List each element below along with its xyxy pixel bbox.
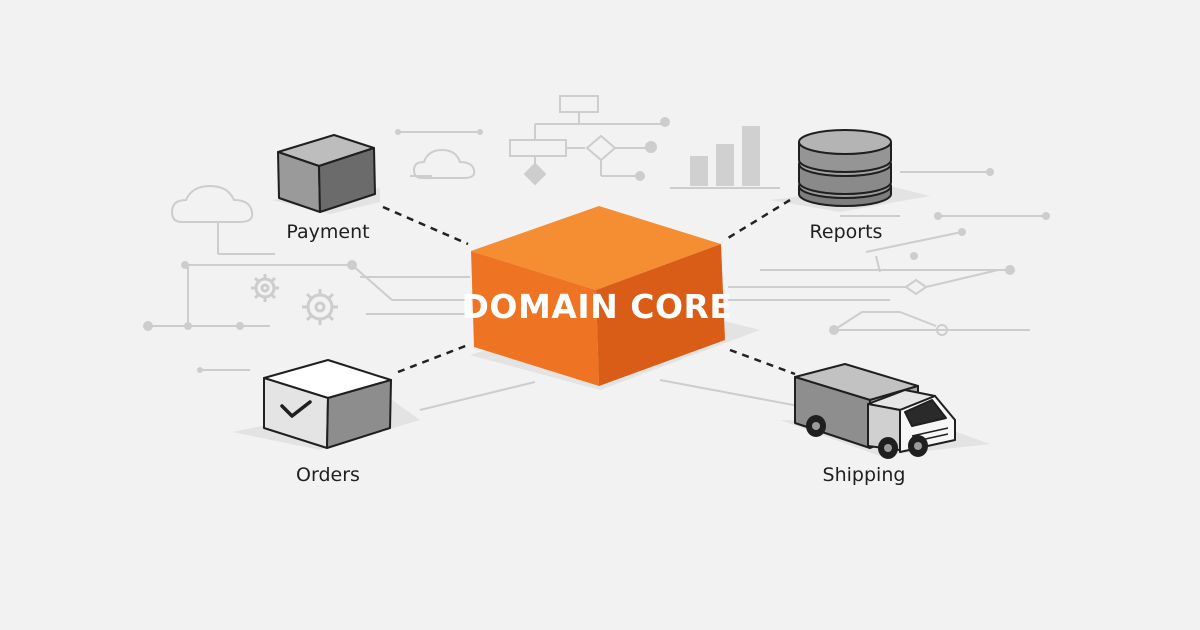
connector-shipping	[729, 348, 796, 376]
orders-label: Orders	[296, 464, 360, 486]
bar-chart-icon	[690, 126, 760, 186]
payment-node[interactable]: Payment	[277, 134, 376, 243]
gear-icon	[302, 289, 338, 325]
core-right-face	[596, 244, 725, 386]
truck-icon	[794, 363, 956, 459]
connectors	[382, 198, 796, 376]
connector-payment	[382, 205, 469, 246]
core-label: DOMAIN CORE	[462, 287, 733, 326]
connector-orders	[397, 343, 469, 374]
payment-label: Payment	[286, 221, 369, 243]
reports-node[interactable]: Reports	[798, 129, 892, 243]
gear-icon	[251, 274, 279, 302]
flowchart-icon	[509, 95, 665, 186]
connector-reports	[727, 198, 791, 240]
background-decorations	[143, 95, 1050, 411]
payment-box-icon	[277, 134, 376, 213]
checkmark-icon	[280, 400, 312, 418]
core-top-face	[471, 206, 721, 290]
orders-node[interactable]: Orders	[263, 359, 392, 486]
reports-label: Reports	[810, 221, 883, 243]
database-icon	[798, 129, 892, 207]
shipping-node[interactable]: Shipping	[794, 363, 956, 486]
cloud-icon	[412, 148, 476, 179]
orders-box-icon	[263, 359, 392, 449]
domain-core-cube: DOMAIN CORE	[462, 206, 733, 386]
cloud-icon	[170, 184, 254, 223]
shipping-label: Shipping	[823, 464, 906, 486]
core-left-face	[471, 251, 599, 386]
